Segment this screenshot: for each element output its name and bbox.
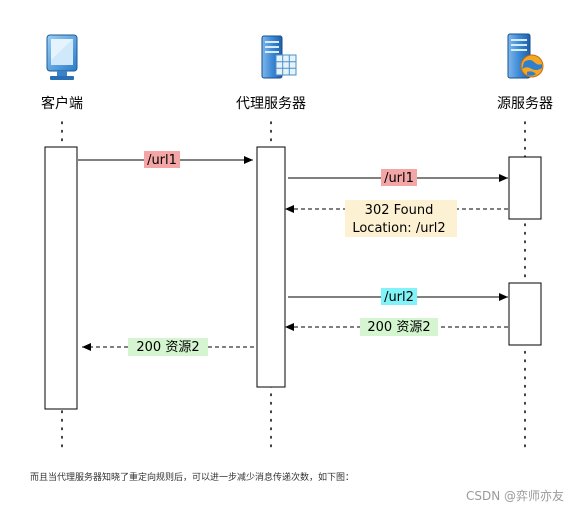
participant-label-proxy: 代理服务器: [236, 96, 306, 112]
message-highlight-4: [381, 288, 417, 305]
message-label-1: /url1: [147, 153, 177, 168]
message-highlight-5: [360, 318, 438, 336]
message-label-5: 200 资源2: [367, 320, 430, 335]
message-highlight-2: [381, 169, 417, 186]
message-label-4: /url2: [384, 290, 414, 305]
watermark-text: CSDN @弈师亦友: [466, 488, 564, 503]
activation-box-origin-2: [508, 282, 542, 346]
participant-label-client: 客户端: [41, 95, 83, 112]
caption-text: 而且当代理服务器知晓了重定向规则后，可以进一步减少消息传递次数，如下图：: [30, 471, 354, 483]
computer-icon: [46, 34, 78, 80]
message-label-3-line-1: 302 Found: [365, 203, 434, 218]
participant-label-origin: 源服务器: [497, 96, 553, 112]
activation-box-origin-1: [508, 156, 542, 220]
message-highlight-3: [345, 200, 457, 237]
activation-box-client: [44, 146, 78, 410]
server-globe-icon: [507, 33, 544, 79]
activation-box-proxy: [256, 146, 286, 388]
message-highlight-6: [128, 338, 208, 356]
message-highlight-1: [144, 151, 180, 168]
message-label-3-line-2: Location: /url2: [352, 221, 445, 236]
message-label-2: /url1: [384, 171, 414, 186]
server-database-icon: [261, 35, 297, 79]
message-label-6: 200 资源2: [136, 340, 199, 355]
